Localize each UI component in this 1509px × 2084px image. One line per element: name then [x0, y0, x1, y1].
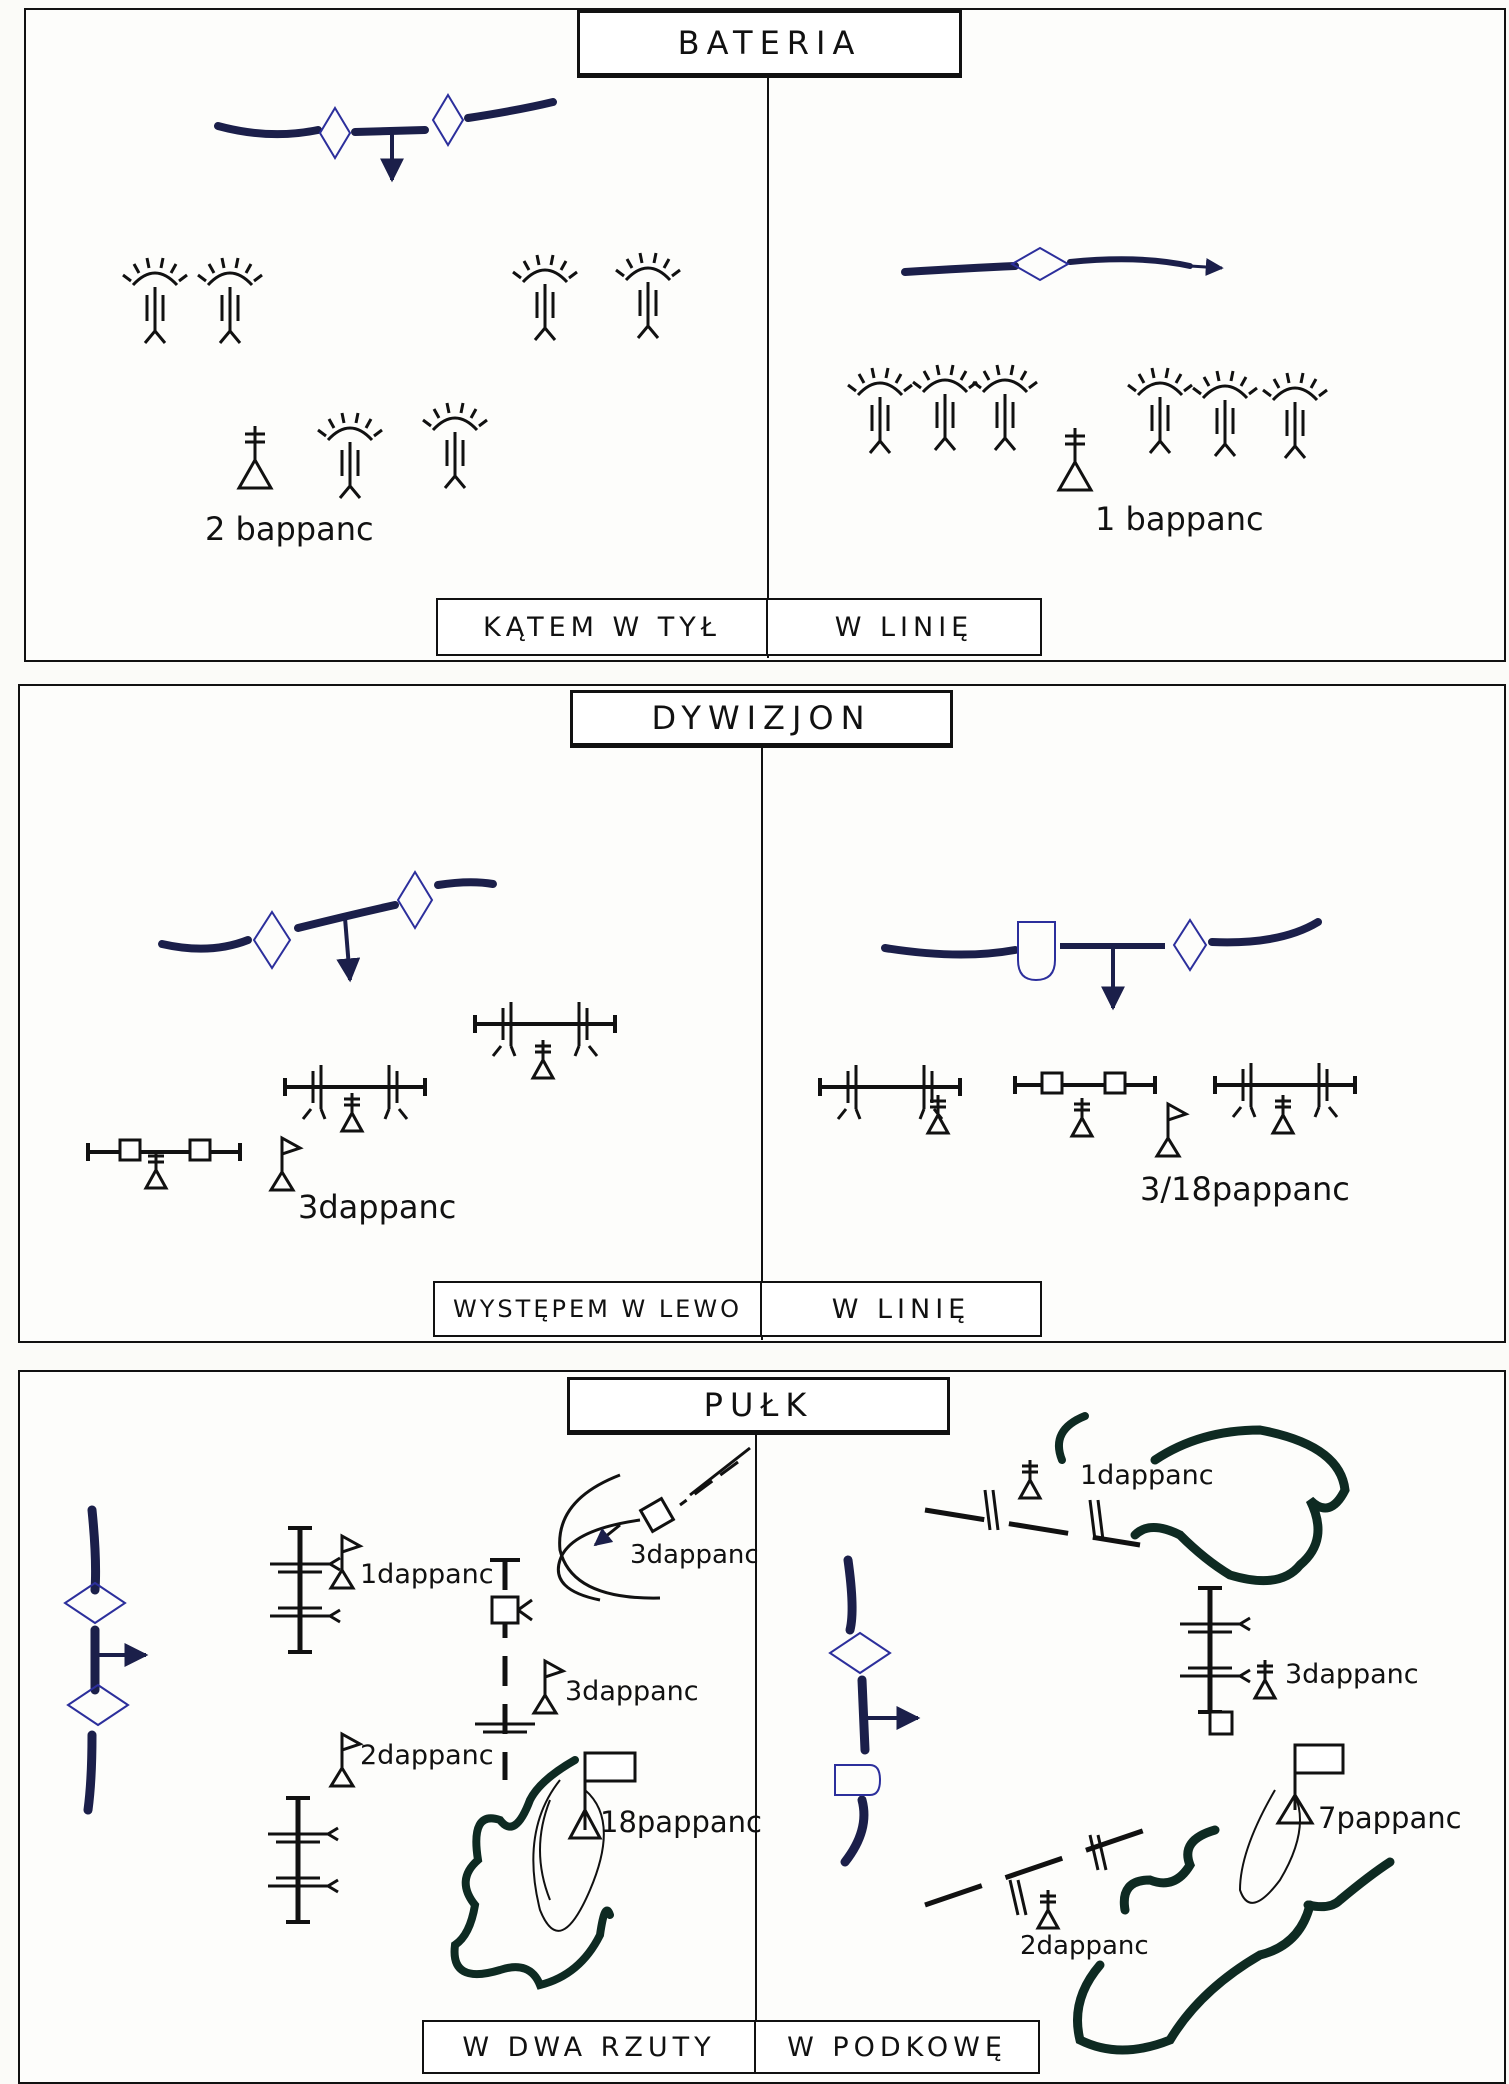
label-pulk-right-2dappanc: 2dappanc [1020, 1931, 1149, 1961]
label-pulk-1dappanc: 1dappanc [360, 1559, 494, 1590]
label-pulk-3dappanc-top: 3dappanc [630, 1540, 759, 1570]
label-pulk-2dappanc: 2dappanc [360, 1740, 494, 1771]
section-dywizjon-title: DYWIZJON [570, 690, 953, 748]
section-bateria-caption-right: W LINIĘ [766, 598, 1042, 656]
label-pulk-right-1dappanc: 1dappanc [1080, 1460, 1214, 1491]
section-bateria-panel [24, 8, 1506, 662]
section-bateria-title: BATERIA [577, 10, 962, 78]
label-2-bappanc: 2 bappanc [205, 510, 374, 548]
pulk-right-batteries [924, 1412, 1395, 2055]
dywizjon-left-batteries [86, 1000, 617, 1192]
bateria-right-guns [846, 363, 1329, 492]
label-3dappanc-left: 3dappanc [298, 1188, 456, 1226]
dywizjon-right-front-line [881, 918, 1322, 1011]
label-pulk-right-3dappanc: 3dappanc [1285, 1659, 1419, 1690]
label-pulk-18pappanc: 18pappanc [600, 1805, 762, 1839]
bateria-right-front-line [901, 246, 1224, 282]
bateria-left-front-line [214, 93, 557, 183]
dywizjon-right-batteries [818, 1061, 1357, 1158]
label-3-18-pappanc: 3/18pappanc [1140, 1170, 1350, 1208]
pulk-left-batteries [268, 1446, 751, 1990]
section-pulk-caption-left: W DWA RZUTY [422, 2020, 756, 2074]
bateria-left-guns [121, 251, 682, 500]
pulk-left-front-line [63, 1505, 149, 1815]
section-pulk-title: PUŁK [567, 1377, 950, 1435]
label-pulk-right-7pappanc: 7pappanc [1318, 1801, 1462, 1835]
section-dywizjon-caption-right: W LINIĘ [760, 1281, 1042, 1337]
section-dywizjon-caption-left: WYSTĘPEM W LEWO [433, 1281, 762, 1337]
dywizjon-left-front-line [158, 870, 497, 983]
label-1-bappanc: 1 bappanc [1095, 500, 1264, 538]
section-bateria-caption-left: KĄTEM W TYŁ [436, 598, 768, 656]
label-pulk-3dappanc: 3dappanc [565, 1676, 699, 1707]
section-pulk-caption-right: W PODKOWĘ [754, 2020, 1040, 2074]
pulk-right-front-line [828, 1555, 921, 1867]
